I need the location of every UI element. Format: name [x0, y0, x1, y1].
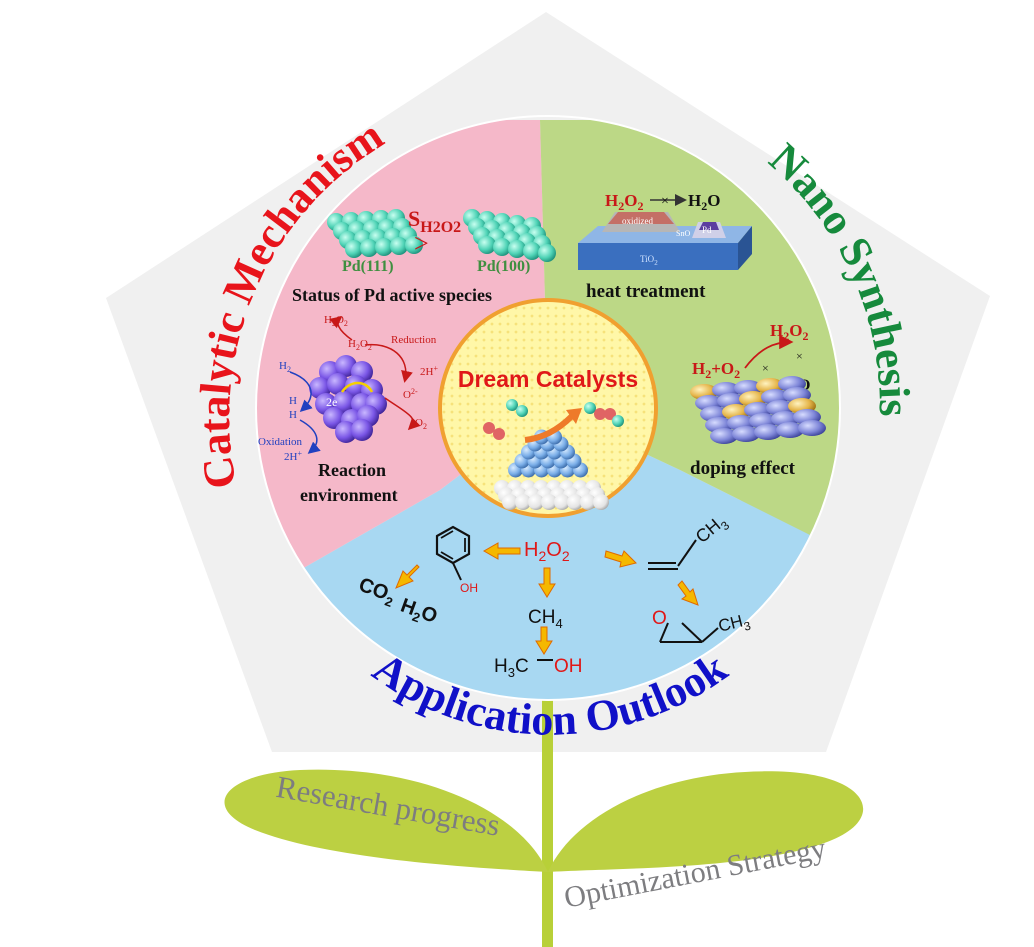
doped-surface-icon — [690, 376, 826, 444]
phenol-oh: OH — [460, 581, 478, 595]
heat-treatment-label: heat treatment — [586, 281, 706, 302]
pd111-label: Pd(111) — [342, 258, 394, 275]
tio2-support-slab-icon — [578, 212, 752, 270]
two-e-label: 2e — [326, 395, 337, 409]
reduction-label: Reduction — [391, 334, 437, 346]
propylene-structure-icon — [648, 539, 697, 570]
pd111-cluster-icon — [327, 209, 423, 258]
o2-ion-label: O2- — [403, 387, 418, 401]
oxidation-label: Oxidation — [258, 436, 302, 448]
reduction-arrow-2 — [384, 397, 421, 431]
app-arrows — [395, 542, 699, 655]
reaction-env-label-2: environment — [300, 485, 398, 505]
leaf-right: Optimization Strategy — [548, 771, 864, 915]
app-ch4: CH4 — [528, 607, 563, 631]
leaf-left: Research progress — [224, 769, 548, 872]
oxidized-label: oxidized — [622, 216, 653, 226]
propylene-oxide-structure-icon — [659, 622, 719, 643]
two-h-plus-right: 2H+ — [420, 364, 438, 378]
two-h-plus-left: 2H+ — [284, 449, 302, 463]
doping-arrow-up — [744, 334, 794, 369]
sno-label: SnO — [676, 229, 690, 238]
heat-product: H2O — [688, 191, 720, 213]
plant-stem — [542, 700, 553, 947]
oxidation-arrow — [289, 371, 313, 413]
center-title: Dream Catalysts — [458, 366, 638, 392]
wheel-outline — [255, 115, 841, 701]
arrow-to-propylene — [604, 550, 637, 568]
doping-cross-2: × — [796, 349, 803, 363]
arrow-to-methanol — [535, 626, 553, 655]
app-h2o2: H2O2 — [524, 539, 570, 564]
reaction-env-label-1: Reaction — [318, 460, 386, 480]
h2-label: H2 — [279, 360, 291, 374]
doping-effect-label: doping effect — [690, 458, 796, 479]
app-h2o: H2O — [397, 595, 441, 631]
phenol-structure-icon — [435, 525, 471, 581]
app-methanol-oh: OH — [554, 656, 583, 677]
catalyst-pyramid-icon — [494, 429, 609, 510]
heat-equation: H2O2 — [605, 191, 643, 213]
tio2-label: TiO2 — [640, 254, 658, 267]
compare-symbol: > — [414, 229, 429, 258]
arrow-to-phenol — [482, 542, 521, 560]
arrow-to-epoxide — [677, 580, 699, 606]
h2o2-release-arrow — [329, 316, 353, 341]
app-methanol: H3C — [494, 656, 529, 680]
arrow-to-co2 — [395, 564, 420, 589]
arrow-to-ch4 — [538, 567, 556, 598]
center-circle — [438, 298, 658, 518]
purple-nanocluster-icon — [309, 355, 387, 443]
h2o2-mid-label: H2O2 — [348, 338, 372, 352]
molecule-icons — [483, 399, 624, 443]
pd100-cluster-icon — [463, 209, 556, 262]
status-label: Status of Pd active species — [292, 285, 492, 305]
h-minus-2: H — [289, 409, 297, 421]
epoxide-o: O — [652, 608, 667, 629]
doping-reactants: H2+O2 — [692, 359, 740, 381]
doping-cross-1: × — [762, 361, 769, 375]
reduction-arrow — [364, 343, 413, 383]
pd100-label: Pd(100) — [477, 258, 530, 275]
selectivity-label: SH2O2 — [408, 206, 461, 236]
pd-label: Pd — [702, 225, 712, 235]
oxidation-arrow-2 — [299, 419, 321, 454]
heat-cross: × — [661, 194, 669, 209]
h-minus-1: H — [289, 395, 297, 407]
